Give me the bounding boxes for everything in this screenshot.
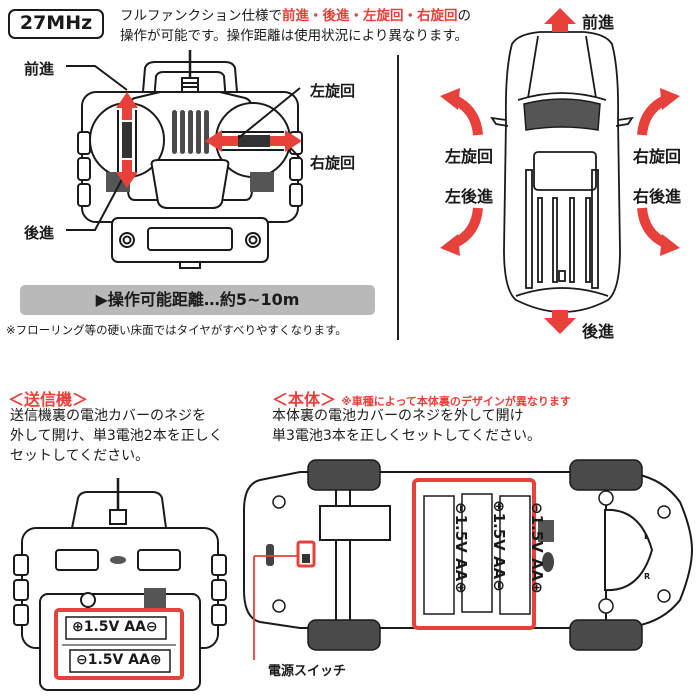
car-label-reverse-right: 右後進 bbox=[633, 187, 682, 206]
battery-label: 1.5V AA bbox=[490, 512, 508, 580]
plus-icon: ⊕ bbox=[452, 581, 470, 594]
battery-label: 1.5V AA bbox=[528, 514, 546, 582]
turn-left-arrowhead bbox=[440, 88, 460, 110]
speaker-grille bbox=[172, 110, 209, 154]
controller-handle bbox=[139, 61, 241, 129]
plus-icon: ⊕ bbox=[149, 652, 162, 668]
transmitter-battery-1-label: ⊕1.5V AA⊖ bbox=[72, 619, 158, 635]
turn-right-arrowhead bbox=[660, 88, 680, 110]
controller-label-turn-left: 左旋回 bbox=[310, 82, 356, 100]
frequency-badge: 27MHz bbox=[8, 9, 104, 39]
body-battery-3 bbox=[499, 495, 531, 615]
body-section-note: ※車種によって本体裏のデザインが異なります bbox=[341, 395, 571, 408]
minus-icon: ⊖ bbox=[490, 579, 508, 592]
body-instructions: 本体裏の電池カバーのネジを外して開け 単3電池3本を正しくセットしてください。 bbox=[272, 406, 541, 446]
antenna-base bbox=[181, 77, 199, 93]
steering-trim-dial bbox=[604, 508, 654, 592]
car-turn-left-arc bbox=[452, 95, 483, 136]
intro-line-1: フルファンクション仕様で前進・後進・左旋回・右旋回の bbox=[120, 6, 471, 26]
tire-rear-right bbox=[569, 619, 643, 651]
body-battery-3-label: ⊖1.5V AA⊕ bbox=[516, 489, 546, 607]
body-line-1: 本体裏の電池カバーのネジを外して開け bbox=[272, 408, 524, 424]
transmitter-battery-2-label: ⊖1.5V AA⊕ bbox=[76, 652, 162, 668]
tire-rear-left bbox=[307, 619, 381, 651]
body-battery-1 bbox=[423, 495, 455, 615]
car-label-forward: 前進 bbox=[582, 13, 615, 32]
trim-right-label: R bbox=[644, 572, 651, 581]
right-stick-knob bbox=[238, 135, 270, 147]
car-turn-right-arc bbox=[637, 95, 668, 136]
body-section-title: ＜本体＞ bbox=[272, 390, 337, 409]
transmitter-battery-1 bbox=[65, 616, 167, 640]
backward-arrow bbox=[116, 160, 138, 188]
intro-prefix: フルファンクション仕様で bbox=[120, 8, 282, 24]
car-label-backward: 後進 bbox=[582, 322, 615, 341]
controller-label-turn-right: 右旋回 bbox=[310, 154, 356, 172]
reverse-right-arrowhead bbox=[660, 234, 680, 256]
battery-label: 1.5V AA bbox=[83, 619, 146, 635]
vertical-divider bbox=[397, 55, 399, 340]
controller-label-forward: 前進 bbox=[24, 60, 55, 78]
turn-right-arrow bbox=[270, 130, 302, 152]
plus-icon: ⊕ bbox=[490, 500, 508, 513]
plus-icon: ⊕ bbox=[528, 581, 546, 594]
minus-icon: ⊖ bbox=[145, 619, 158, 635]
forward-arrow bbox=[116, 92, 138, 120]
body-line-2: 単3電池3本を正しくセットしてください。 bbox=[272, 428, 541, 444]
controller-label-backward: 後進 bbox=[24, 224, 55, 242]
intro-text: フルファンクション仕様で前進・後進・左旋回・右旋回の 操作が可能です。操作距離は… bbox=[120, 6, 471, 46]
windshield bbox=[523, 98, 601, 131]
transmitter-battery-2 bbox=[69, 649, 171, 673]
transmitter-battery-highlight bbox=[54, 608, 184, 680]
controller-front-illustration bbox=[66, 50, 303, 269]
tires bbox=[307, 459, 643, 651]
minus-icon: ⊖ bbox=[528, 502, 546, 515]
car-label-turn-left: 左旋回 bbox=[445, 147, 494, 166]
car-label-turn-right: 右旋回 bbox=[633, 147, 682, 166]
transmitter-section-title: ＜送信機＞ bbox=[8, 390, 89, 409]
center-panel bbox=[150, 159, 230, 209]
power-switch bbox=[302, 554, 310, 563]
body-battery-1-label: ⊖1.5V AA⊕ bbox=[440, 489, 470, 607]
car-forward-arrow bbox=[544, 8, 576, 32]
body-battery-2 bbox=[461, 493, 493, 613]
left-stick-knob bbox=[122, 122, 132, 158]
transmitter-instructions: 送信機裏の電池カバーのネジを 外して開け、単3電池2本を正しく セットしてくださ… bbox=[10, 406, 223, 466]
car-underside-illustration bbox=[243, 459, 694, 660]
car-label-reverse-left: 左後進 bbox=[445, 187, 494, 206]
transmitter-line-3: セットしてください。 bbox=[10, 448, 150, 464]
trim-left-label: L bbox=[644, 532, 650, 541]
tire-front-right bbox=[569, 459, 643, 491]
battery-label: 1.5V AA bbox=[452, 514, 470, 582]
body-battery-2-label: ⊕1.5V AA⊖ bbox=[478, 487, 508, 605]
battery-label: 1.5V AA bbox=[87, 652, 150, 668]
sunroof bbox=[533, 151, 597, 191]
tire-front-left bbox=[307, 459, 381, 491]
transmitter-line-2: 外して開け、単3電池2本を正しく bbox=[10, 428, 223, 444]
right-dot-pad bbox=[250, 172, 274, 192]
plus-icon: ⊕ bbox=[72, 619, 84, 635]
turn-left-arrow bbox=[205, 130, 238, 152]
direction-arrows bbox=[116, 92, 302, 188]
minus-icon: ⊖ bbox=[76, 652, 88, 668]
reverse-left-arrowhead bbox=[440, 234, 460, 256]
intro-suffix: の bbox=[457, 8, 472, 24]
power-switch-label: 電源スイッチ bbox=[268, 664, 347, 679]
car-body bbox=[503, 31, 621, 313]
transmitter-back-illustration bbox=[13, 478, 227, 691]
car-top-view-illustration bbox=[440, 8, 680, 334]
operating-range-bar: ▶操作可能距離…約5~10m bbox=[20, 285, 375, 315]
floor-slip-note: ※フローリング等の硬い床面ではタイヤがすべりやすくなります。 bbox=[6, 323, 347, 337]
intro-line-2: 操作が可能です。操作距離は使用状況により異なります。 bbox=[120, 28, 469, 44]
intro-highlight: 前進・後進・左旋回・右旋回 bbox=[282, 8, 458, 24]
car-reverse-left-arc bbox=[452, 207, 483, 248]
minus-icon: ⊖ bbox=[452, 502, 470, 515]
car-backward-arrow bbox=[544, 310, 576, 334]
car-reverse-right-arc bbox=[637, 207, 668, 248]
transmitter-line-1: 送信機裏の電池カバーのネジを bbox=[10, 408, 206, 424]
body-section-header: ＜本体＞ ※車種によって本体裏のデザインが異なります bbox=[272, 386, 571, 410]
